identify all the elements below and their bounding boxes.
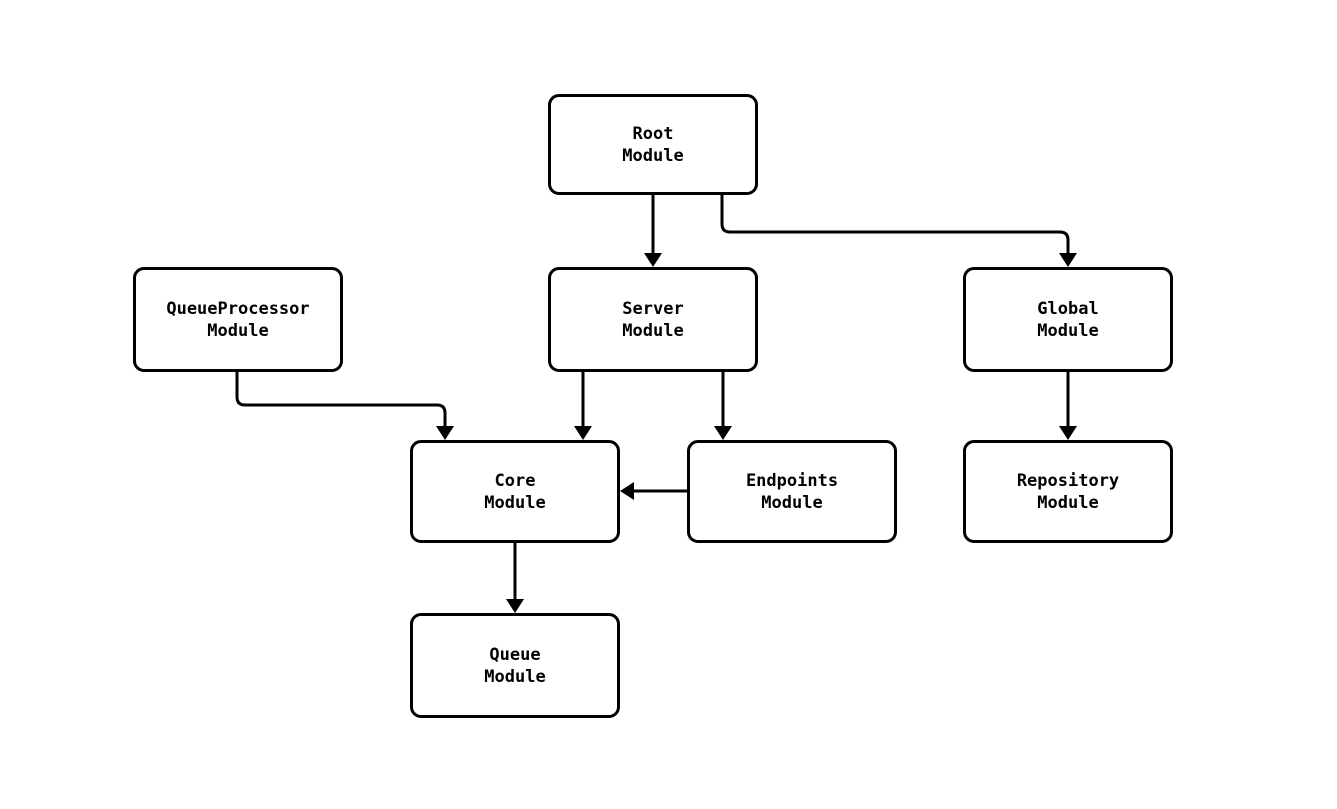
node-queueprocessor[interactable]: QueueProcessor Module: [133, 267, 343, 372]
edge-queueprocessor-core: [235, 372, 447, 426]
node-repository[interactable]: Repository Module: [963, 440, 1173, 543]
node-root-line2: Module: [622, 145, 684, 166]
node-endpoints-line1: Endpoints: [745, 470, 839, 491]
edge-root-global: [720, 195, 1070, 253]
node-queue-line2: Module: [484, 666, 546, 687]
node-queue-line1: Queue: [489, 644, 541, 665]
node-endpoints-line2: Module: [761, 492, 823, 513]
node-core[interactable]: Core Module: [410, 440, 620, 543]
node-queueprocessor-line1: QueueProcessor: [166, 298, 310, 319]
node-server-line1: Server: [622, 298, 684, 319]
arrowhead-queueprocessor-core: [436, 426, 454, 440]
arrowhead-core-queue: [506, 599, 524, 613]
node-global-line1: Global: [1037, 298, 1099, 319]
arrowhead-server-endpoints: [714, 426, 732, 440]
node-root[interactable]: Root Module: [548, 94, 758, 195]
node-queueprocessor-line2: Module: [207, 320, 269, 341]
arrowhead-endpoints-core: [620, 482, 634, 500]
node-root-line1: Root: [632, 123, 674, 144]
node-repository-line1: Repository: [1016, 470, 1120, 491]
node-endpoints[interactable]: Endpoints Module: [687, 440, 897, 543]
node-core-line1: Core: [494, 470, 536, 491]
node-repository-line2: Module: [1037, 492, 1099, 513]
arrowhead-server-core: [574, 426, 592, 440]
node-global-line2: Module: [1037, 320, 1099, 341]
node-core-line2: Module: [484, 492, 546, 513]
arrowhead-global-repository: [1059, 426, 1077, 440]
arrowhead-root-server: [644, 253, 662, 267]
node-server[interactable]: Server Module: [548, 267, 758, 372]
node-server-line2: Module: [622, 320, 684, 341]
node-global[interactable]: Global Module: [963, 267, 1173, 372]
node-queue[interactable]: Queue Module: [410, 613, 620, 718]
arrowhead-root-global: [1059, 253, 1077, 267]
